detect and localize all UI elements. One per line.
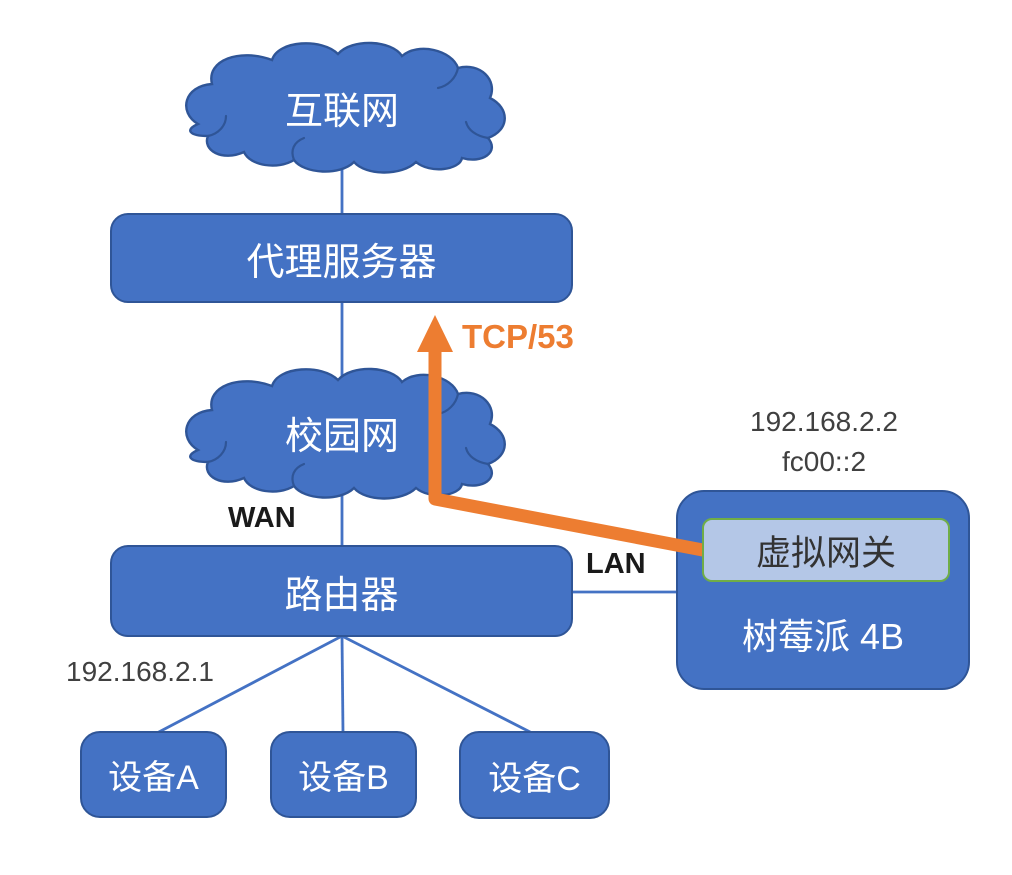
- tcp53-label: TCP/53: [462, 318, 574, 355]
- lan-label: LAN: [586, 548, 646, 580]
- router-ip-label: 192.168.2.1: [66, 656, 214, 687]
- router-device-c-line: [341, 634, 533, 735]
- device-a-node: 设备A: [80, 731, 227, 818]
- router-device-b-line: [340, 635, 345, 734]
- pi-ipv6-label: fc00::2: [781, 446, 867, 477]
- proxy-server-node: 代理服务器: [110, 213, 573, 303]
- campus-cloud-shape: [185, 367, 506, 500]
- wan-label: WAN: [228, 502, 296, 534]
- tcp53-arrow-shaft: [428, 351, 710, 558]
- virtual-gateway-node: 虚拟网关: [702, 518, 950, 582]
- internet-cloud-label: 互联网: [284, 90, 399, 133]
- internet-cloud-shape: [185, 41, 506, 174]
- tcp53-arrow-head: [417, 315, 453, 352]
- device-b-node: 设备B: [270, 731, 417, 818]
- campus-cloud-label: 校园网: [284, 415, 399, 458]
- device-c-node: 设备C: [459, 731, 610, 819]
- pi-ipv4-label: 192.168.2.2: [750, 406, 898, 437]
- router-node: 路由器: [110, 545, 573, 637]
